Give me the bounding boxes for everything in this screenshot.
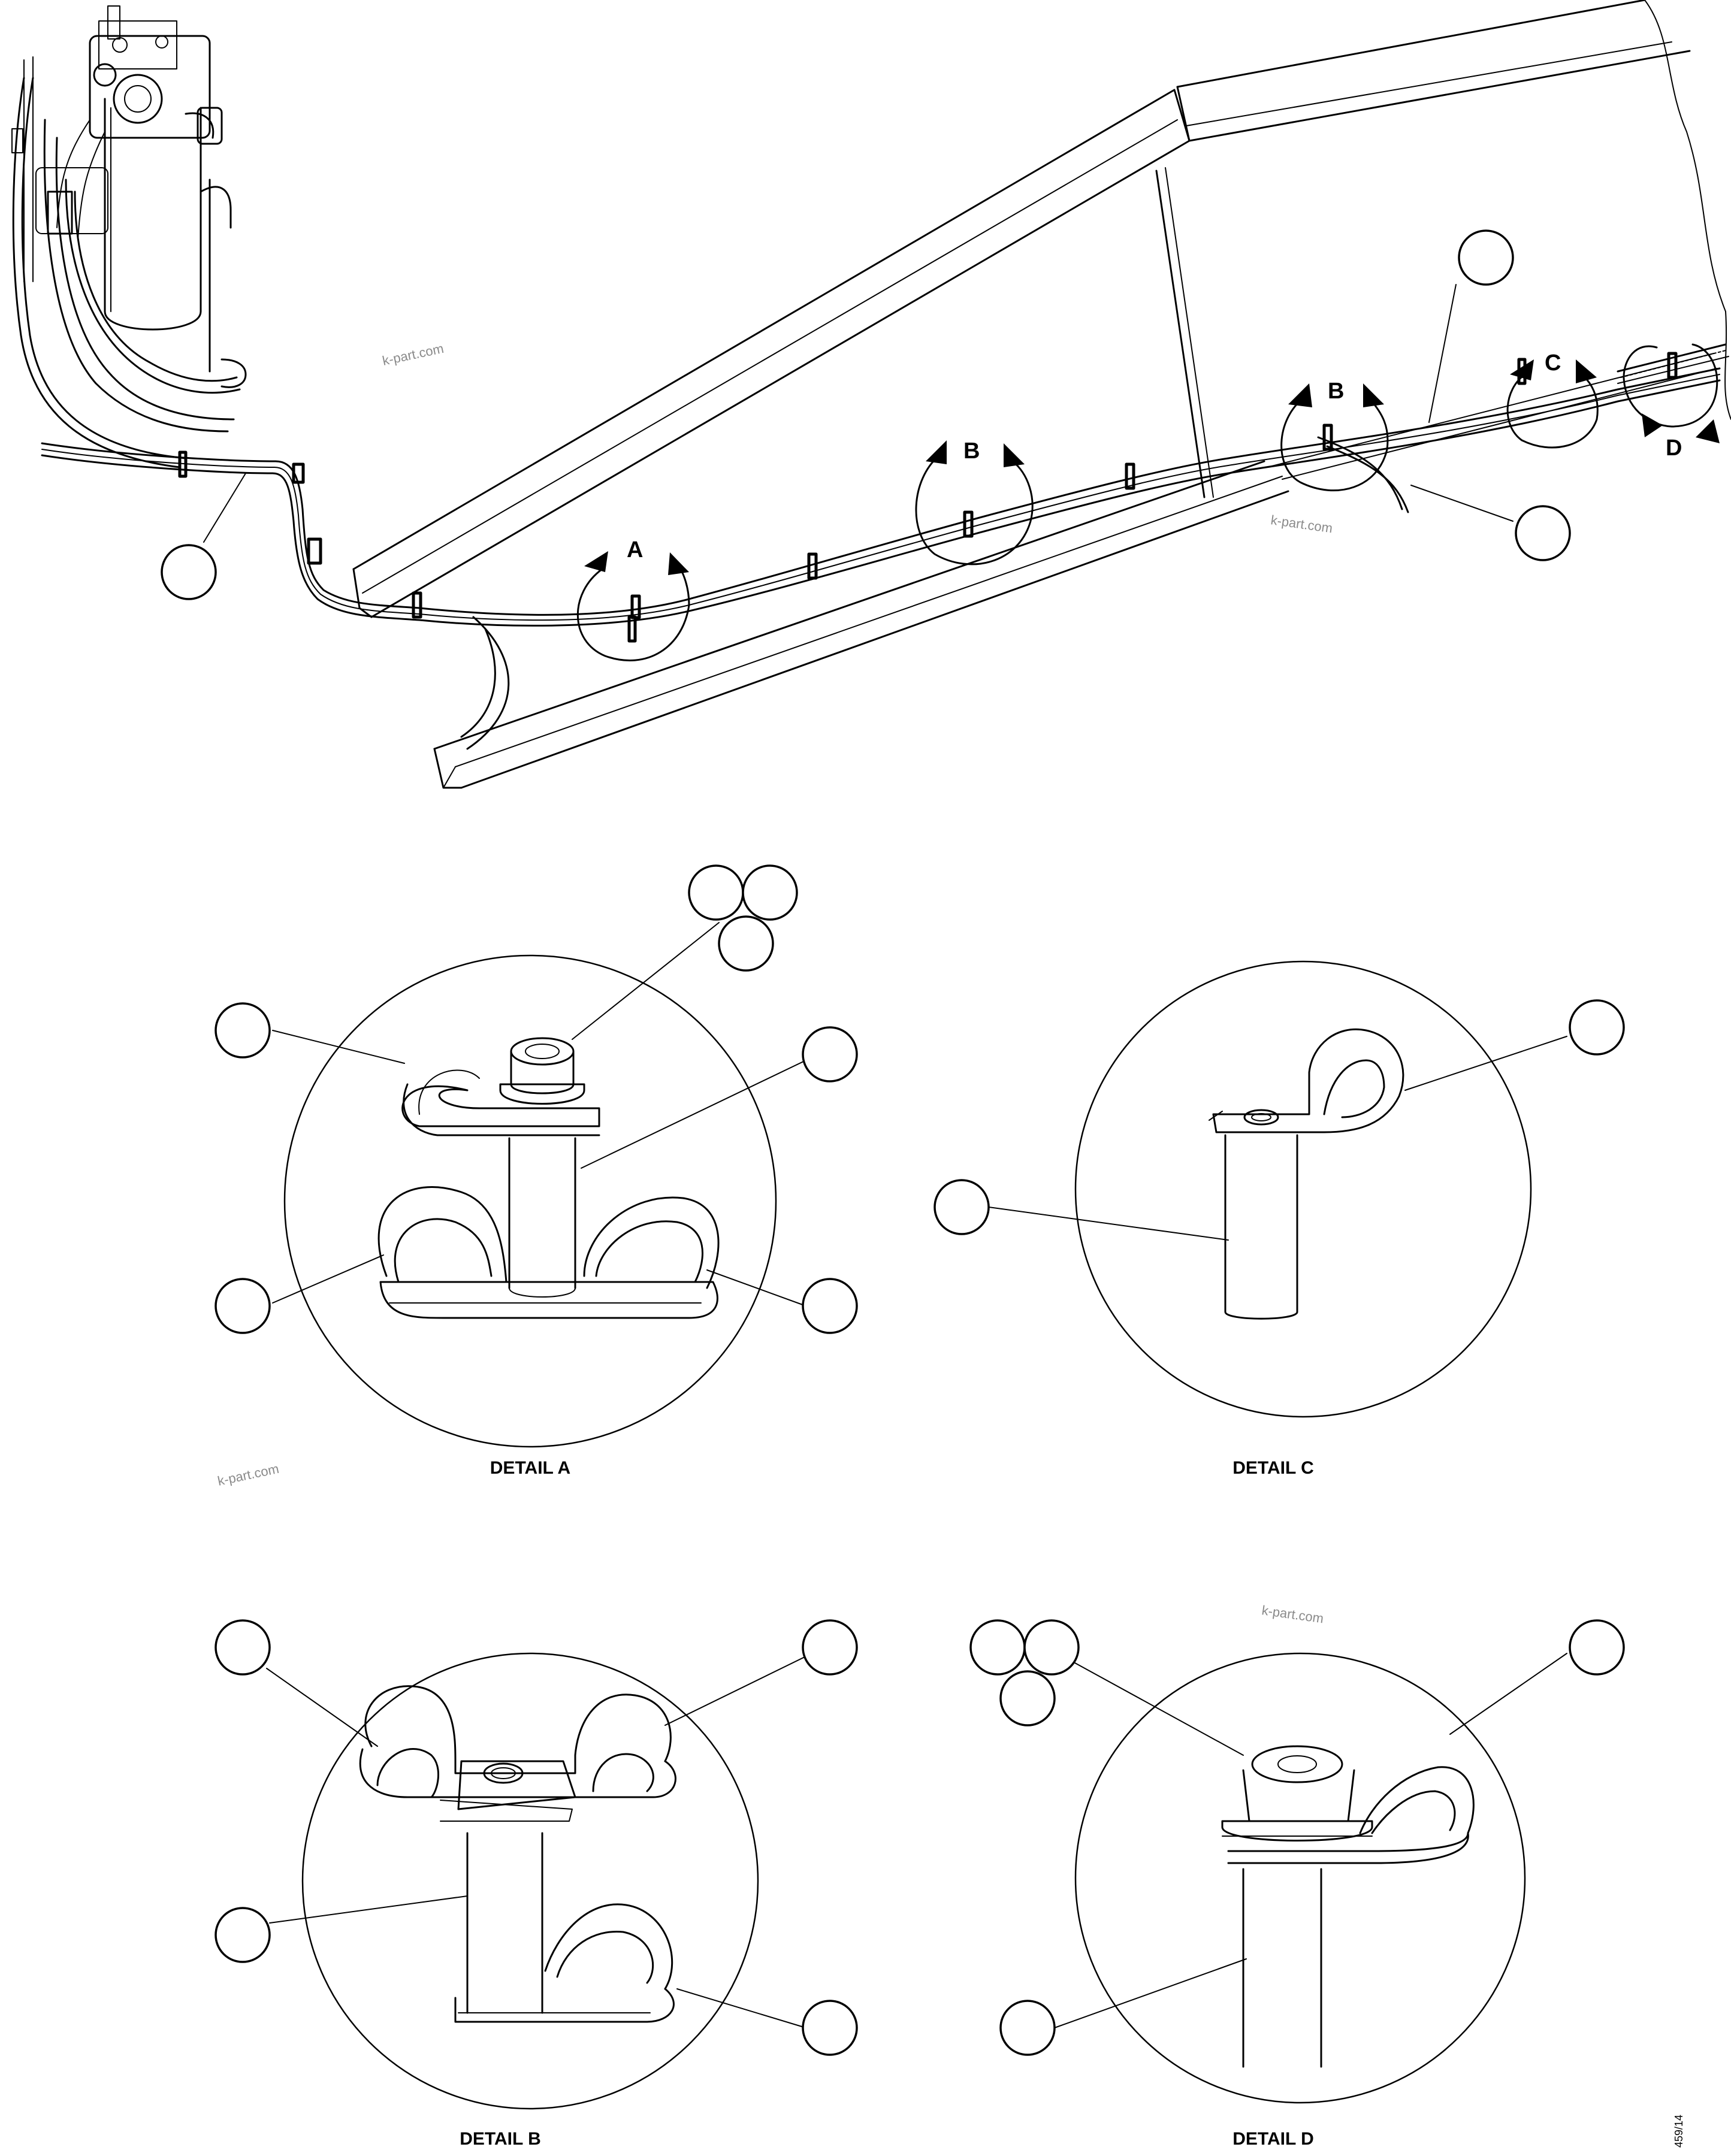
detail-b-caption: DETAIL B xyxy=(460,2129,541,2149)
tie-clamp xyxy=(1125,462,1135,490)
detail-d: DETAIL D xyxy=(969,1619,1625,2149)
view-indicator-b2: B xyxy=(1280,379,1389,492)
callout-bubble xyxy=(161,544,217,600)
tie-clamp xyxy=(807,552,818,580)
tie-clamp xyxy=(963,510,974,538)
detail-c-caption: DETAIL C xyxy=(1232,1458,1314,1478)
view-indicator-c: C xyxy=(1506,350,1599,449)
callout-bubble xyxy=(215,1907,271,1963)
arrow-icon xyxy=(584,551,608,572)
watermark: k-part.com xyxy=(1261,1602,1324,1626)
callout-bubble xyxy=(742,864,798,921)
callout-bubble xyxy=(1569,1619,1625,1676)
detail-c: DETAIL C xyxy=(934,960,1625,1478)
detail-d-caption: DETAIL D xyxy=(1232,2129,1314,2149)
boom-structure xyxy=(352,0,1731,789)
view-indicator-b1: B xyxy=(915,439,1034,566)
watermark: k-part.com xyxy=(381,341,445,368)
arrow-icon xyxy=(1363,383,1384,407)
tie-clamp xyxy=(630,594,641,619)
watermarks: k-part.com k-part.com k-part.com k-part.… xyxy=(216,341,1334,1626)
arrow-icon xyxy=(1004,443,1025,467)
arrow-icon xyxy=(1576,359,1597,383)
tie-clamp xyxy=(1322,424,1333,451)
callout-bubble xyxy=(215,1278,271,1334)
tie-clamp xyxy=(412,591,422,619)
watermark: k-part.com xyxy=(216,1461,280,1489)
arrow-icon xyxy=(1288,383,1312,407)
callout-bubble xyxy=(718,915,774,972)
tie-clamp xyxy=(292,462,305,484)
callout-bubble xyxy=(999,1670,1056,1726)
arrow-icon xyxy=(1642,413,1663,437)
view-indicator-a: A xyxy=(576,537,690,661)
callout-bubble xyxy=(802,1619,858,1676)
callout-bubble xyxy=(969,1619,1026,1676)
callout-bubble xyxy=(215,1619,271,1676)
drawing-number: 459/14 xyxy=(1673,2115,1685,2148)
callout-bubble xyxy=(688,864,744,921)
hose-route xyxy=(41,352,1721,643)
watermark: k-part.com xyxy=(1270,512,1333,536)
view-indicator-d: D xyxy=(1623,343,1720,461)
arrow-icon xyxy=(1510,359,1534,380)
callout-bubble xyxy=(215,1002,271,1059)
detail-a: DETAIL A xyxy=(215,864,858,1478)
view-label-d: D xyxy=(1666,436,1682,461)
hydraulic-valve-assembly xyxy=(11,5,247,468)
view-label-a: A xyxy=(627,537,643,563)
tie-clamp xyxy=(307,537,322,565)
callout-bubble xyxy=(999,2000,1056,2056)
detail-b: DETAIL B xyxy=(215,1619,858,2149)
tie-clamp xyxy=(1667,352,1678,379)
callout-bubble xyxy=(802,1278,858,1334)
callout-bubble xyxy=(802,2000,858,2056)
main-callouts xyxy=(161,229,1571,600)
view-label-b1: B xyxy=(963,439,980,464)
tie-clamp xyxy=(178,450,188,478)
detail-a-caption: DETAIL A xyxy=(490,1458,570,1478)
view-label-b2: B xyxy=(1328,379,1344,404)
callout-bubble xyxy=(1569,999,1625,1056)
arrow-icon xyxy=(1696,419,1720,443)
callout-bubble xyxy=(802,1026,858,1082)
callout-bubble xyxy=(934,1179,990,1235)
arrow-icon xyxy=(926,440,947,464)
view-label-c: C xyxy=(1545,350,1561,376)
callout-bubble xyxy=(1458,229,1514,286)
callout-bubble xyxy=(1023,1619,1080,1676)
arrow-icon xyxy=(668,552,689,575)
callout-bubble xyxy=(1515,505,1571,561)
